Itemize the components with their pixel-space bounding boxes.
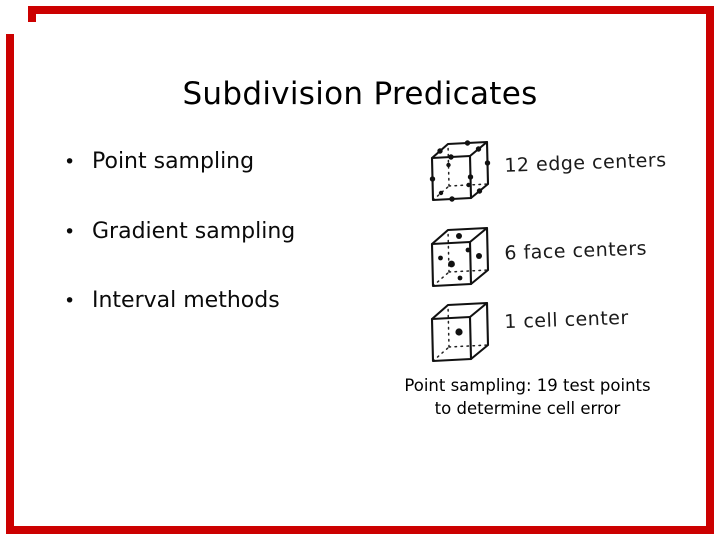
bullet-dot-icon: • xyxy=(64,151,76,173)
figure-cell-center: 1 cell center xyxy=(426,295,629,368)
bullet-label: Gradient sampling xyxy=(92,219,296,244)
cube-edge-centers-icon xyxy=(429,140,491,202)
figure-label-face-centers: 6 face centers xyxy=(504,237,648,265)
slide-border-left xyxy=(6,34,14,534)
figure-face-centers: 6 face centers xyxy=(426,220,647,293)
bullet-item-point-sampling: • Point sampling xyxy=(62,149,254,176)
slide-border-right xyxy=(706,6,714,534)
bullet-dot-icon: • xyxy=(64,221,76,243)
bullet-item-gradient-sampling: • Gradient sampling xyxy=(62,219,295,246)
figure-caption: Point sampling: 19 test points to determ… xyxy=(355,375,700,421)
bullet-dot-icon: • xyxy=(64,290,76,312)
cube-cell-center-icon xyxy=(430,301,490,363)
slide-border-corner-stub xyxy=(28,6,36,22)
bullet-label: Interval methods xyxy=(92,288,280,313)
bullet-label: Point sampling xyxy=(92,149,255,174)
slide-border-top xyxy=(28,6,714,14)
cube-face-centers-icon xyxy=(430,226,490,288)
figure-label-edge-centers: 12 edge centers xyxy=(503,149,667,177)
figure-label-cell-center: 1 cell center xyxy=(503,306,630,334)
figure-edge-centers: 12 edge centers xyxy=(426,134,667,207)
caption-line-2: to determine cell error xyxy=(434,398,621,418)
slide-border-bottom xyxy=(6,526,714,534)
bullet-item-interval-methods: • Interval methods xyxy=(62,288,280,315)
slide-title: Subdivision Predicates xyxy=(182,76,538,112)
caption-line-1: Point sampling: 19 test points xyxy=(404,376,651,395)
